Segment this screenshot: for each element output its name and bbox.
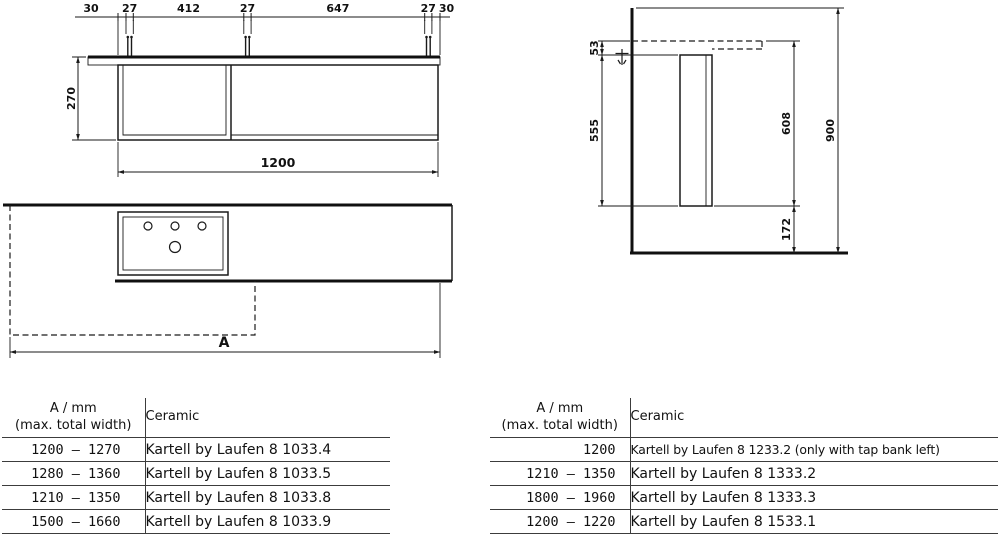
dim-label-270: 270: [65, 87, 78, 110]
dim-608: 608: [714, 40, 800, 207]
dim-270-extensions: [72, 56, 116, 141]
countertop-front: [87, 55, 441, 66]
cabinet-side: [679, 54, 713, 207]
dim-53-extensions: [598, 40, 678, 56]
plan-view: A: [3, 203, 453, 358]
dim-172: 172: [780, 205, 796, 254]
basin-outline: [117, 211, 229, 276]
dim-label-555: 555: [588, 119, 601, 142]
header-ceramic-column: Ceramic: [144, 398, 390, 438]
dim-900: 900: [636, 7, 844, 254]
basin-inner-outline: [122, 216, 224, 271]
spec-table-left: A / mm (max. total width) Ceramic 1200 –…: [2, 398, 390, 534]
drain-hole: [168, 240, 182, 254]
header-width-line2: (max. total width): [15, 417, 132, 433]
width-cell: 1210 – 1350: [2, 485, 145, 510]
header-width-column: A / mm (max. total width): [490, 398, 630, 438]
dim-A: A: [9, 283, 441, 358]
width-cell: 1200 – 1270: [2, 437, 145, 462]
dim-label-30-left: 30: [83, 2, 99, 15]
dim-label-30-right: 30: [439, 2, 455, 15]
top-extension-lines: [117, 20, 441, 55]
tap-hole-center: [170, 221, 180, 231]
header-width-column: A / mm (max. total width): [2, 398, 145, 438]
table-row: 1500 – 1660 Kartell by Laufen 8 1033.9: [2, 509, 390, 534]
dim-label-27-c: 27: [421, 2, 436, 15]
mounting-brackets: [126, 35, 432, 57]
tap-hole-left: [143, 221, 153, 231]
ceramic-cell: Kartell by Laufen 8 1333.3: [629, 485, 998, 510]
dim-label-53: 53: [588, 40, 601, 55]
dim-53: 53: [588, 40, 678, 56]
dim-A-extensions: [9, 283, 441, 358]
table-row: 1210 – 1350 Kartell by Laufen 8 1333.2: [490, 461, 998, 486]
table-row: 1200 – 1270 Kartell by Laufen 8 1033.4: [2, 437, 390, 462]
dim-label-A: A: [219, 335, 230, 351]
max-width-dashed-outline: [9, 205, 256, 336]
tap-hole-right: [197, 221, 207, 231]
basin-plan: [117, 211, 229, 276]
dim-label-27-b: 27: [240, 2, 255, 15]
dim-label-172: 172: [780, 218, 793, 241]
ceramic-cell: Kartell by Laufen 8 1333.2: [629, 461, 998, 486]
table-header-row: A / mm (max. total width) Ceramic: [2, 398, 390, 438]
table-row: 1280 – 1360 Kartell by Laufen 8 1033.5: [2, 461, 390, 486]
header-width-line1: A / mm: [536, 401, 584, 417]
table-row: 1200 – 1220 Kartell by Laufen 8 1533.1: [490, 509, 998, 534]
ceramic-cell: Kartell by Laufen 8 1033.9: [144, 509, 390, 534]
cabinet-side-outline: [679, 54, 713, 207]
top-dim-ticks: [117, 13, 441, 21]
dim-555: 555: [588, 54, 678, 207]
table-header-row: A / mm (max. total width) Ceramic: [490, 398, 998, 438]
width-cell: 1200: [490, 437, 630, 462]
width-cell: 1200 – 1220: [490, 509, 630, 534]
dim-label-27-a: 27: [122, 2, 137, 15]
dim-label-647: 647: [326, 2, 349, 15]
technical-drawing: 30 27 412 27 647 27 30: [3, 2, 848, 358]
width-cell: 1280 – 1360: [2, 461, 145, 486]
cabinet-outline: [117, 64, 439, 141]
ceramic-cell: Kartell by Laufen 8 1233.2 (only with ta…: [629, 437, 998, 462]
dim-1200: 1200: [117, 142, 439, 177]
dim-label-608: 608: [780, 112, 793, 135]
width-cell: 1500 – 1660: [2, 509, 145, 534]
spec-table-right: A / mm (max. total width) Ceramic 1200 K…: [490, 398, 998, 534]
ceramic-cell: Kartell by Laufen 8 1533.1: [629, 509, 998, 534]
ceramic-cell: Kartell by Laufen 8 1033.4: [144, 437, 390, 462]
header-width-line1: A / mm: [49, 401, 97, 417]
ceramic-cell: Kartell by Laufen 8 1033.5: [144, 461, 390, 486]
bracket-pins: [127, 38, 431, 57]
front-top-dimension-chain: 30 27 412 27 647 27 30: [75, 2, 454, 55]
table-row: 1200 Kartell by Laufen 8 1233.2 (only wi…: [490, 437, 998, 462]
dim-270: 270: [65, 56, 116, 141]
table-row: 1210 – 1350 Kartell by Laufen 8 1033.8: [2, 485, 390, 510]
ceramic-cell: Kartell by Laufen 8 1033.8: [144, 485, 390, 510]
side-elevation-view: 53 555 608 900 17: [588, 7, 848, 255]
cabinet-inner-lines: [122, 65, 438, 136]
table-row: 1800 – 1960 Kartell by Laufen 8 1333.3: [490, 485, 998, 510]
dim-label-412: 412: [177, 2, 200, 15]
front-elevation-view: 30 27 412 27 647 27 30: [65, 2, 454, 177]
width-cell: 1210 – 1350: [490, 461, 630, 486]
dim-label-1200: 1200: [261, 155, 296, 170]
countertop-side-dashed: [632, 40, 763, 50]
dim-label-900: 900: [824, 119, 837, 142]
cabinet-front: [117, 64, 439, 141]
bracket-pin-heads: [126, 35, 432, 39]
header-width-line2: (max. total width): [501, 417, 618, 433]
header-ceramic-column: Ceramic: [629, 398, 998, 438]
width-cell: 1800 – 1960: [490, 485, 630, 510]
tap-symbol: [615, 49, 629, 65]
